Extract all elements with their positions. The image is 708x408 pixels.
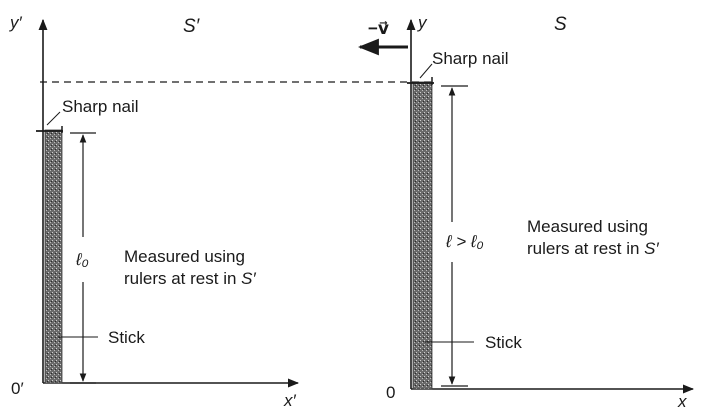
right-nail-label: Sharp nail bbox=[432, 49, 509, 68]
left-length-label: ℓ₀ bbox=[75, 250, 89, 269]
left-note-line1: Measured using bbox=[124, 247, 245, 266]
right-frame: y x 0 S −v⃗ Sharp nail ℓ > ℓ₀ Stick Meas… bbox=[357, 13, 695, 408]
left-frame: y′ x′ 0′ S′ Sharp nail ℓ₀ Stick Measured… bbox=[9, 13, 300, 408]
right-note-line2-text: rulers at rest in bbox=[527, 239, 644, 258]
right-nail-leader bbox=[419, 63, 433, 79]
left-stick-label: Stick bbox=[108, 328, 145, 347]
right-frame-label: S bbox=[554, 14, 567, 35]
right-note-line2: rulers at rest in S′ bbox=[527, 239, 659, 258]
right-origin-label: 0 bbox=[386, 383, 395, 402]
left-note-line2: rulers at rest in S′ bbox=[124, 269, 256, 288]
right-x-axis-label: x bbox=[677, 392, 687, 408]
left-stick bbox=[44, 129, 63, 384]
right-length-label: ℓ > ℓ₀ bbox=[445, 232, 484, 251]
left-frame-label: S′ bbox=[183, 16, 201, 37]
velocity-label: −v⃗ bbox=[368, 19, 389, 38]
right-stick bbox=[412, 81, 433, 390]
right-note-frame: S′ bbox=[644, 239, 659, 258]
left-note-frame: S′ bbox=[241, 269, 256, 288]
right-stick-label: Stick bbox=[485, 333, 522, 352]
left-nail-leader bbox=[46, 111, 61, 126]
left-origin-label: 0′ bbox=[11, 379, 24, 398]
left-nail-label: Sharp nail bbox=[62, 97, 139, 116]
left-x-axis-label: x′ bbox=[283, 391, 297, 408]
left-y-axis-label: y′ bbox=[9, 13, 23, 32]
right-y-axis-label: y bbox=[417, 13, 428, 32]
right-note-line1: Measured using bbox=[527, 217, 648, 236]
left-note-line2-text: rulers at rest in bbox=[124, 269, 241, 288]
